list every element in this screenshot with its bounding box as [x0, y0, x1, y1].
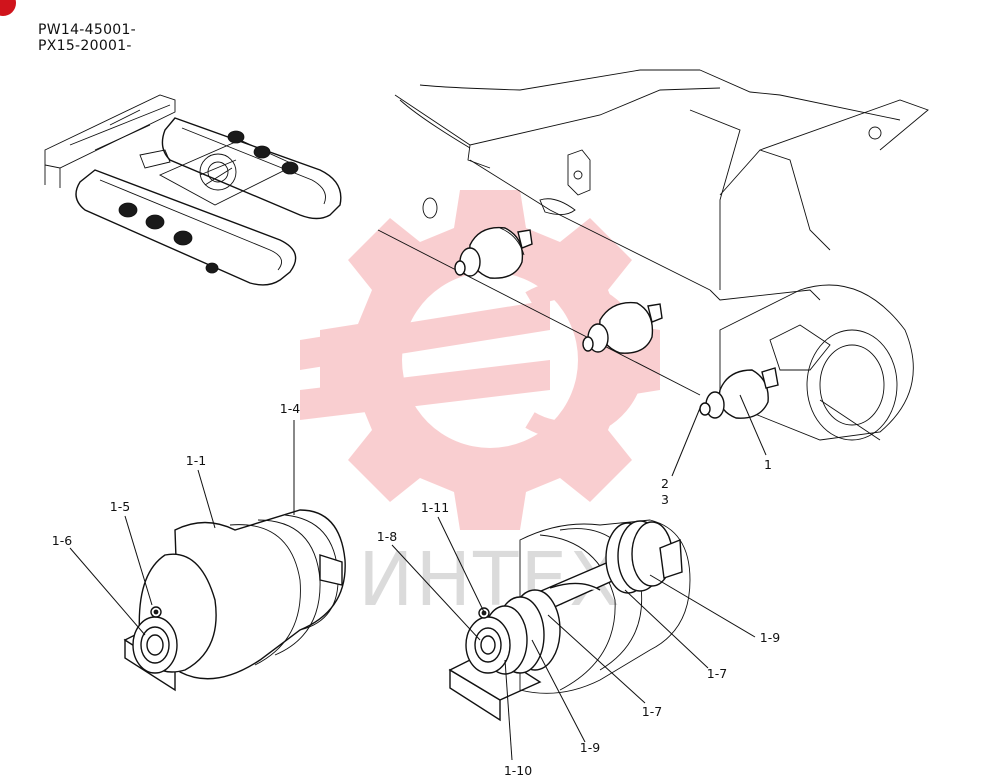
serial-range-1: PW14-45001-	[38, 22, 137, 38]
callout-1-11: 1-11	[421, 500, 449, 515]
callout-1-9-upper: 1-9	[760, 630, 780, 645]
exploded-roller	[448, 519, 691, 722]
corner-marker	[0, 0, 16, 16]
callout-1-7-lower: 1-7	[642, 704, 662, 719]
assembled-roller	[123, 509, 346, 692]
serial-range-2: PX15-20001-	[38, 38, 132, 54]
upper-roller-c	[699, 367, 779, 419]
callout-1: 1	[764, 457, 772, 472]
callout-1-9-lower: 1-9	[580, 740, 600, 755]
callout-1-6: 1-6	[52, 533, 72, 548]
callout-1-1: 1-1	[186, 453, 206, 468]
callout-2: 2	[661, 476, 669, 491]
upper-roller-a	[454, 226, 533, 279]
watermark-logo	[300, 190, 660, 530]
callout-1-7-upper: 1-7	[707, 666, 727, 681]
callout-3: 3	[661, 492, 669, 507]
leader-lines	[69, 394, 767, 761]
undercarriage-overview	[44, 94, 342, 286]
callout-1-4: 1-4	[280, 401, 300, 416]
callout-1-5: 1-5	[110, 499, 130, 514]
callout-1-10: 1-10	[504, 763, 532, 778]
track-frame-view	[377, 69, 929, 441]
upper-roller-b	[582, 301, 663, 354]
callout-labels: 1 2 3 1-4 1-1 1-5 1-6 1-11 1-8 1-9 1-7 1…	[52, 401, 780, 778]
callout-1-8: 1-8	[377, 529, 397, 544]
